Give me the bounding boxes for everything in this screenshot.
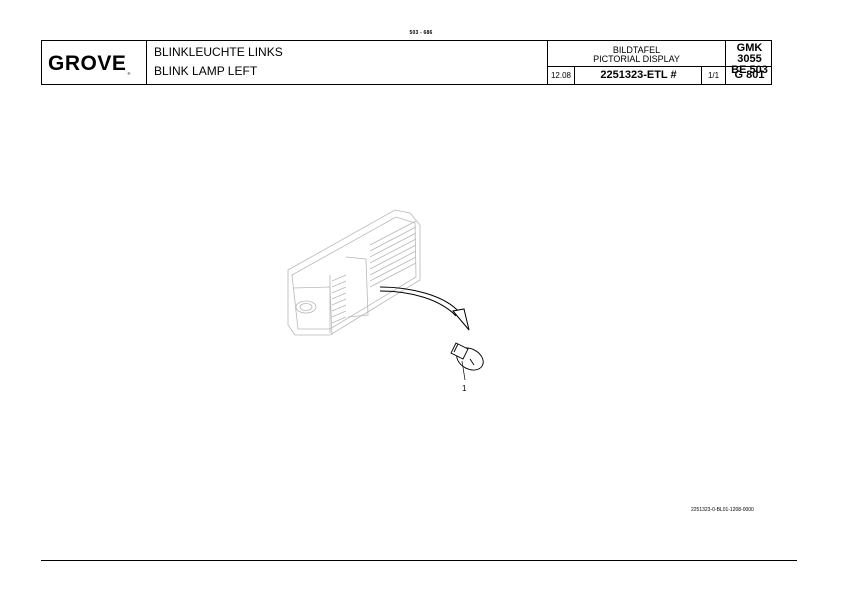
callout-number: 1 [462,384,467,393]
exploded-view-drawing: 1 [287,209,484,393]
footer-rule [41,560,797,561]
divider [146,41,147,84]
divider [574,66,575,85]
divider [725,66,772,67]
removal-arrow [379,286,470,331]
page-range: 503 - 686 [409,30,433,36]
title-english: BLINK LAMP LEFT [154,64,258,78]
bulb-icon [450,342,484,371]
date-field: 12.08 [550,71,572,80]
title-german: BLINKLEUCHTE LINKS [154,45,283,59]
divider [547,66,725,67]
lamp-housing [287,209,421,336]
title-block: GROVE® BLINKLEUCHTE LINKS BLINK LAMP LEF… [41,40,772,85]
model-line-2: BE 503 [731,64,768,76]
bild-english: PICTORIAL DISPLAY [593,54,680,64]
grove-logo: GROVE® [48,52,131,76]
divider [547,41,548,84]
bild-german: BILDTAFEL [612,45,661,55]
model-line-1: GMK 3055 [736,42,763,65]
leader-line [461,360,466,381]
pictorial-display-label: BILDTAFEL PICTORIAL DISPLAY [548,46,725,64]
model-designation: GMK 3055 BE 503 [726,43,773,76]
divider [701,66,702,85]
group-code: G 801 [734,69,765,81]
divider [725,41,726,84]
sheet-number: 1/1 [707,71,720,80]
part-number: 2251323-ETL # [600,69,677,81]
